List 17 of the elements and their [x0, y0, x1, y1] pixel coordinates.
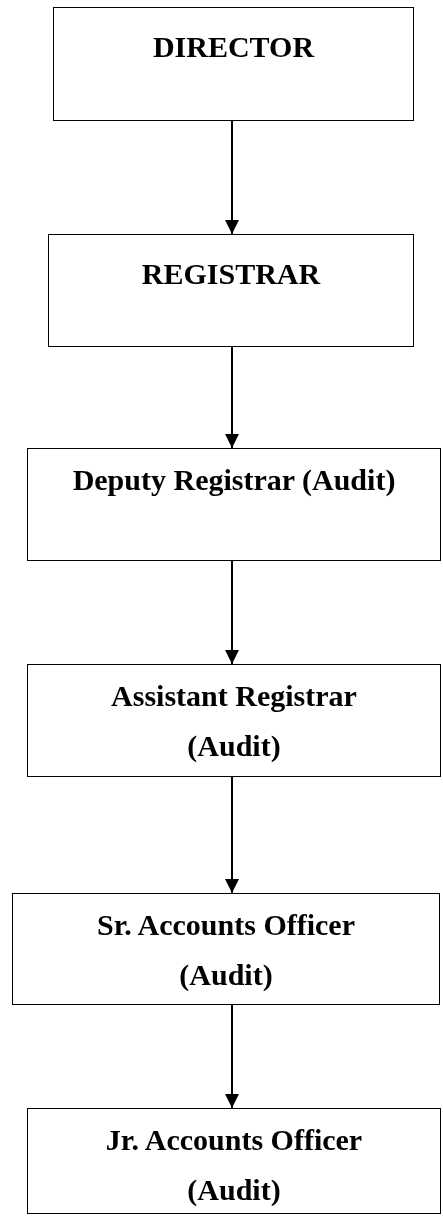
position-box [27, 1108, 441, 1214]
arrow [225, 120, 239, 235]
arrow [225, 1004, 239, 1109]
position-title: Jr. Accounts Officer (Audit) [104, 1122, 364, 1208]
position-title: Sr. Accounts Officer (Audit) [96, 907, 356, 993]
position-box [53, 7, 414, 121]
position-title: Deputy Registrar (Audit) [72, 462, 396, 498]
position-title: REGISTRAR [141, 256, 321, 292]
arrow [225, 346, 239, 449]
arrow [225, 776, 239, 894]
position-box [12, 893, 440, 1005]
position-box [48, 234, 414, 347]
position-title: Assistant Registrar (Audit) [110, 678, 358, 764]
position-title: DIRECTOR [152, 29, 315, 65]
arrow [225, 560, 239, 665]
position-box [27, 448, 441, 561]
position-box [27, 664, 441, 777]
